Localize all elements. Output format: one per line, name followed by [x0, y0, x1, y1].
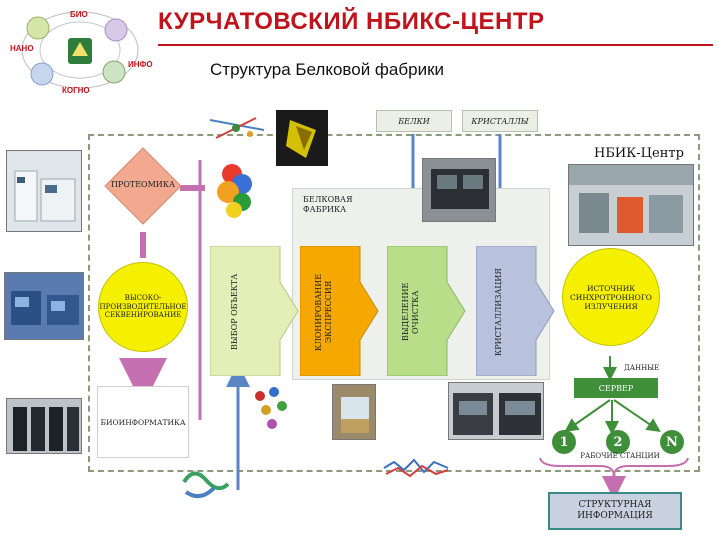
step-arrow-shape-icon [209, 245, 299, 377]
object-selection-step: ВЫБОР ОБЪЕКТА [209, 245, 300, 377]
protein-ribbon-icon [182, 471, 230, 499]
step-arrow-shape-icon [386, 245, 466, 377]
bioinformatics-label: БИОИНФОРМАТИКА [100, 417, 186, 427]
protein-structure-icon [209, 117, 265, 139]
crystal-image-icon [286, 120, 316, 158]
sample-flask-image-icon [333, 385, 375, 439]
synchrotron-hall-image-icon [569, 165, 693, 245]
logo-info-label: ИНФО [128, 60, 153, 69]
object-selection-label: ВЫБОР ОБЪЕКТА [230, 273, 239, 351]
structure-chain-icon [383, 458, 449, 478]
purification-label: ВЫДЕЛЕНИЕ ОЧИСТКА [401, 282, 420, 342]
expression-sample-photo [332, 384, 376, 440]
protein-model-icon [217, 164, 252, 218]
synchrotron-circle: ИСТОЧНИК СИНХРОТРОННОГО ИЗЛУЧЕНИЯ [562, 248, 660, 346]
bioinformatics-box: БИОИНФОРМАТИКА [97, 386, 189, 458]
crystallization-label: КРИСТАЛЛИЗАЦИЯ [494, 268, 503, 356]
cloning-expression-label: КЛОНИРОВАНИЕ ЭКСПРЕССИЯ [314, 273, 333, 351]
molecule-image [248, 382, 294, 436]
proteins-tag: БЕЛКИ [376, 110, 452, 132]
structure-chain-image [382, 454, 452, 480]
protein-factory-title: БЕЛКОВАЯ ФАБРИКА [303, 195, 353, 214]
cloning-expression-step: КЛОНИРОВАНИЕ ЭКСПРЕССИЯ [299, 245, 380, 377]
structural-info-box: СТРУКТУРНАЯ ИНФОРМАЦИЯ [548, 492, 682, 530]
molecule-icon [255, 387, 287, 429]
server-room-photo [6, 398, 82, 454]
sequencing-machines-image-icon [5, 273, 83, 339]
server-racks-image-icon [7, 399, 81, 453]
purification-lab-photo [422, 158, 496, 222]
sequencer-lab-photo [6, 150, 82, 232]
proteomics-shape-icon [104, 147, 182, 225]
protein-model-image [210, 160, 262, 224]
logo-kogno-label: КОГНО [62, 86, 90, 95]
logo-bio-label: БИО [70, 10, 88, 19]
sequencing-label: ВЫСОКО- ПРОИЗВОДИТЕЛЬНОЕ СЕКВЕНИРОВАНИЕ [99, 294, 187, 320]
crystals-tag: КРИСТАЛЛЫ [462, 110, 538, 132]
workstations-label: РАБОЧИЕ СТАНЦИИ [580, 452, 660, 460]
step-arrow-shape-icon [299, 245, 379, 377]
workstation-1-circle: 1 [552, 430, 576, 454]
protein-ribbon-image [178, 462, 234, 504]
workstations-row: 1 2 N [552, 428, 684, 456]
crystal-photo [276, 110, 328, 166]
lab-instrument-image-icon [423, 159, 495, 221]
purification-step: ВЫДЕЛЕНИЕ ОЧИСТКА [386, 245, 467, 377]
page-title: КУРЧАТОВСКИЙ НБИКС-ЦЕНТР [158, 8, 545, 35]
server-box: СЕРВЕР [574, 378, 658, 398]
proteomics-label: ПРОТЕОМИКА [110, 180, 176, 189]
data-label: ДАННЫЕ [624, 364, 660, 372]
logo-graphic-icon [21, 11, 139, 89]
proteomics-diamond: ПРОТЕОМИКА [103, 146, 183, 226]
workstation-n-circle: N [660, 430, 684, 454]
synchrotron-label: ИСТОЧНИК СИНХРОТРОННОГО ИЗЛУЧЕНИЯ [570, 283, 652, 311]
crystallization-robot-image-icon [449, 383, 543, 439]
workstation-2-circle: 2 [606, 430, 630, 454]
nbik-center-photo [568, 164, 694, 246]
lab-equipment-image-icon [7, 151, 81, 231]
title-divider [158, 44, 713, 46]
sequencing-circle: ВЫСОКО- ПРОИЗВОДИТЕЛЬНОЕ СЕКВЕНИРОВАНИЕ [98, 262, 188, 352]
sequencing-machines-photo [4, 272, 84, 340]
nbics-logo: БИО НАНО ИНФО КОГНО [8, 6, 156, 98]
nbik-center-label: НБИК-Центр [594, 146, 684, 161]
crystallization-robots-photo [448, 382, 544, 440]
logo-nano-label: НАНО [10, 44, 34, 53]
page-subtitle: Структура Белковой фабрики [210, 60, 444, 79]
protein-structure-image [206, 110, 268, 150]
step-arrow-shape-icon [475, 245, 555, 377]
crystallization-step: КРИСТАЛЛИЗАЦИЯ [475, 245, 556, 377]
